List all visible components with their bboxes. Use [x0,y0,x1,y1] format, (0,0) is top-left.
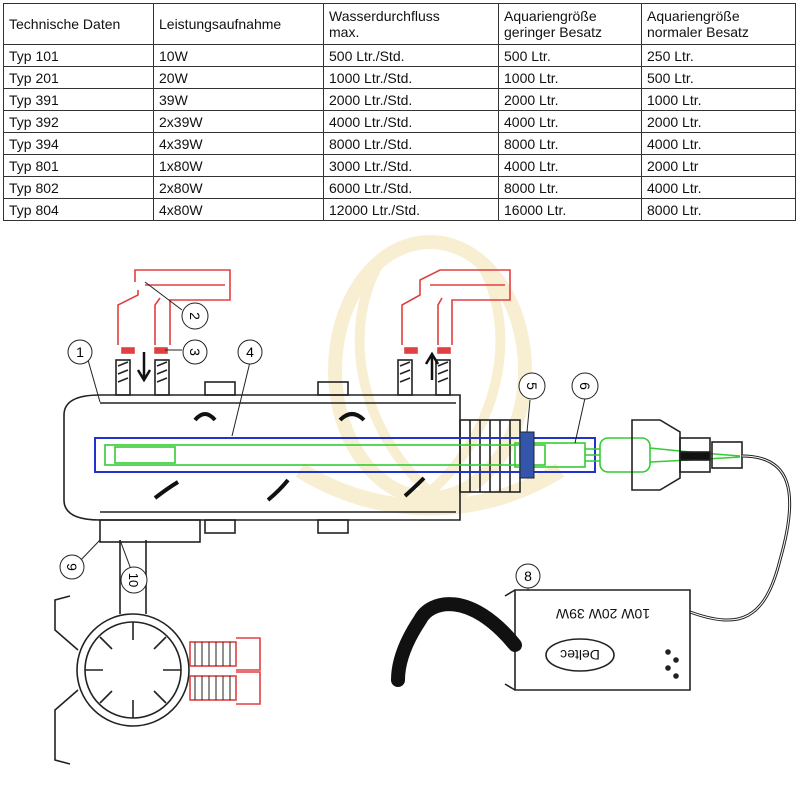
callout-numbers: 1 2 3 4 5 6 8 9 10 [59,302,599,594]
table-cell: 20W [153,66,324,89]
table-cell: 8000 Ltr. [498,176,642,199]
uv-clarifier-diagram: 10W 20W 39W Deltec 1 2 3 4 5 6 8 9 10 [54,235,792,765]
inlet-hose-fitting [117,269,231,354]
callout-6-label: 6 [577,382,593,390]
table-cell: 4000 Ltr./Std. [323,110,499,133]
header-leistungsaufnahme: Leistungsaufnahme [153,3,324,45]
callout-10: 10 [120,566,148,594]
callout-9: 9 [59,554,85,580]
table-cell: Typ 101 [3,44,154,67]
callout-1-label: 1 [76,344,84,360]
callout-3: 3 [182,339,208,365]
table-cell: 2000 Ltr. [641,110,796,133]
table-cell: Typ 801 [3,154,154,177]
table-cell: 2x39W [153,110,324,133]
ballast-rating-label: 10W 20W 39W [555,606,650,622]
callout-8: 8 [515,563,541,589]
header-aquariengroesse-gering: Aquariengröße geringer Besatz [498,3,642,45]
callout-9-label: 9 [64,563,80,571]
power-cable-inner [689,455,791,621]
lamp-nut [519,431,535,479]
inlet-arrow [136,352,152,383]
table-cell: 1000 Ltr./Std. [323,66,499,89]
table-cell: 500 Ltr. [498,44,642,67]
pump-hose-fittings [189,637,261,705]
reactor-housing [63,359,521,543]
callout-2-label: 2 [187,312,203,320]
table-cell: 2x80W [153,176,324,199]
watermark-logo [295,235,565,516]
outlet-arrow [424,351,440,380]
callout-3-label: 3 [187,348,203,356]
table-cell: 2000 Ltr [641,154,796,177]
table-cell: 4000 Ltr. [641,132,796,155]
table-cell: 4000 Ltr. [498,154,642,177]
table-cell: 4000 Ltr. [498,110,642,133]
table-cell: 4000 Ltr. [641,176,796,199]
table-cell: Typ 802 [3,176,154,199]
callout-5: 5 [518,372,546,400]
table-cell: 8000 Ltr. [641,198,796,221]
pump-hose-threads [194,642,231,700]
table-cell: Typ 392 [3,110,154,133]
table-cell: 4x80W [153,198,324,221]
table-cell: 10W [153,44,324,67]
callout-8-label: 8 [524,568,532,584]
table-cell: 3000 Ltr./Std. [323,154,499,177]
table-cell: Typ 391 [3,88,154,111]
outlet-hose-fitting [401,269,511,354]
table-cell: 6000 Ltr./Std. [323,176,499,199]
ballast-brand-label: Deltec [560,647,600,663]
pump-assembly [54,540,190,765]
table-cell: 16000 Ltr. [498,198,642,221]
table-cell: 1000 Ltr. [641,88,796,111]
table-cell: 39W [153,88,324,111]
table-cell: 8000 Ltr. [498,132,642,155]
table-cell: 8000 Ltr./Std. [323,132,499,155]
callout-10-label: 10 [126,573,141,587]
table-cell: 2000 Ltr. [498,88,642,111]
power-cable [689,454,792,622]
ballast-unit [504,589,691,691]
table-cell: Typ 201 [3,66,154,89]
table-cell: 4x39W [153,132,324,155]
callout-6: 6 [571,372,599,400]
callout-2: 2 [181,302,209,330]
ballast-mains-cable [391,597,522,687]
table-cell: 2000 Ltr./Std. [323,88,499,111]
table-cell: 250 Ltr. [641,44,796,67]
lamp-connector-cap [631,419,743,491]
header-technische-daten: Technische Daten [3,3,154,45]
table-cell: Typ 804 [3,198,154,221]
table-cell: 1000 Ltr. [498,66,642,89]
callout-4-label: 4 [246,344,254,360]
table-cell: 1x80W [153,154,324,177]
flow-arrows [153,412,426,502]
callout-4: 4 [237,339,263,365]
table-cell: 12000 Ltr./Std. [323,198,499,221]
table-cell: 500 Ltr./Std. [323,44,499,67]
table-cell: Typ 394 [3,132,154,155]
table-cell: 500 Ltr. [641,66,796,89]
technical-data-table: Technische Daten Leistungsaufnahme Wasse… [3,3,796,221]
header-aquariengroesse-normal: Aquariengröße normaler Besatz [641,3,796,45]
uv-lamp [104,437,741,473]
table-header-row: Technische Daten Leistungsaufnahme Wasse… [3,3,796,45]
callout-5-label: 5 [524,382,540,390]
header-wasserdurchfluss: Wasserdurchfluss max. [323,3,499,45]
callout-1: 1 [67,339,93,365]
